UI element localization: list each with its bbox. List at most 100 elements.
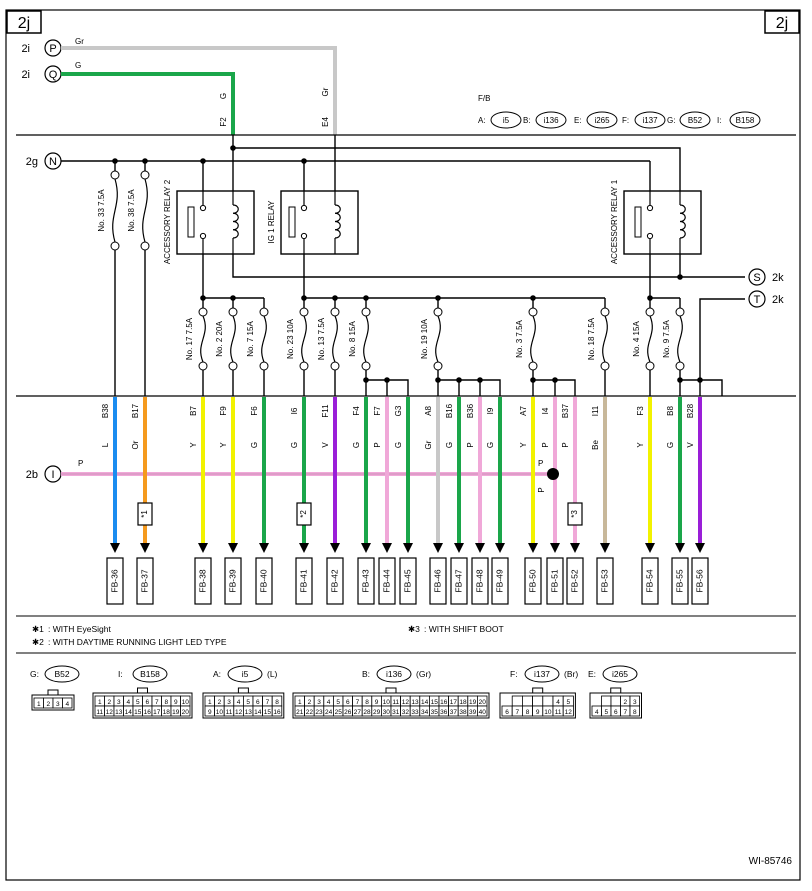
- svg-text:16: 16: [144, 709, 152, 716]
- svg-text:16: 16: [273, 709, 281, 716]
- svg-text:20: 20: [479, 699, 487, 706]
- connector-pin-label: I6: [290, 407, 299, 414]
- svg-text:6: 6: [145, 699, 149, 706]
- svg-text:3: 3: [317, 699, 321, 706]
- svg-text:F:: F:: [622, 116, 629, 125]
- svg-text:17: 17: [153, 709, 161, 716]
- svg-text:8: 8: [275, 699, 279, 706]
- fuse-label: No. 13 7.5A: [317, 317, 326, 360]
- svg-text:9: 9: [208, 709, 212, 716]
- relay-label: ACCESSORY RELAY 1: [610, 179, 619, 264]
- svg-text:2k: 2k: [772, 272, 784, 284]
- svg-text:B:: B:: [362, 669, 370, 679]
- svg-text:5: 5: [336, 699, 340, 706]
- svg-text:B158: B158: [140, 669, 160, 679]
- svg-text:2: 2: [46, 701, 50, 708]
- svg-text:E:: E:: [588, 669, 596, 679]
- wire-p-color-label: Gr: [321, 87, 330, 96]
- svg-text:5: 5: [246, 699, 250, 706]
- svg-text:35: 35: [431, 709, 439, 716]
- connector-pin-label: B17: [131, 403, 140, 418]
- terminal-label: FB-46: [432, 569, 442, 592]
- wire-color-label: Y: [219, 442, 228, 448]
- svg-text:4: 4: [65, 701, 69, 708]
- svg-text:5: 5: [604, 709, 608, 716]
- wire-color-label: G: [445, 442, 454, 448]
- fuse-label: No. 9 7.5A: [662, 319, 671, 357]
- diagram-code: WI-85746: [749, 856, 793, 867]
- svg-text:2: 2: [107, 699, 111, 706]
- fb-legend-item: F: i137: [622, 111, 666, 129]
- svg-text:3: 3: [117, 699, 121, 706]
- svg-text:P: P: [78, 459, 83, 468]
- fuse-label: No. 4 15A: [632, 321, 641, 357]
- svg-text:2j: 2j: [776, 15, 788, 32]
- svg-text:13: 13: [115, 709, 123, 716]
- page-code-right: 2j: [764, 10, 800, 34]
- svg-text:14: 14: [421, 699, 429, 706]
- svg-text:Gr: Gr: [75, 37, 84, 46]
- connector-pin-label: B7: [189, 406, 198, 416]
- connector-pin-label: B8: [666, 406, 675, 416]
- svg-text:4: 4: [556, 699, 560, 706]
- connector-pin-label: I9: [486, 407, 495, 414]
- svg-text:8: 8: [526, 709, 530, 716]
- terminal-label: FB-56: [694, 569, 704, 592]
- svg-text:9: 9: [174, 699, 178, 706]
- svg-text:32: 32: [402, 709, 410, 716]
- terminal-label: FB-39: [227, 569, 237, 592]
- svg-text:9: 9: [375, 699, 379, 706]
- relay-coil-return: [232, 254, 745, 278]
- connector-note-mark: *3: [570, 510, 579, 518]
- svg-text:Q: Q: [49, 69, 58, 81]
- svg-text:: WITH DAYTIME RUNNING LIGHT L: : WITH DAYTIME RUNNING LIGHT LED TYPE: [48, 637, 227, 647]
- fb-legend-item: G:B52: [667, 111, 711, 129]
- output-terminal-s: S 2k: [748, 268, 784, 286]
- fuse-lower: No. 8 15A: [348, 298, 371, 380]
- terminal-label: FB-40: [258, 569, 268, 592]
- wire-color-label: V: [686, 442, 695, 448]
- terminal-label: FB-47: [453, 569, 463, 592]
- page-code-left: 2j: [6, 10, 42, 34]
- terminal-label: FB-38: [197, 569, 207, 592]
- svg-text:i137: i137: [642, 116, 658, 125]
- svg-text:17: 17: [450, 699, 458, 706]
- connector-pin-label: G3: [394, 405, 403, 416]
- wire-color-label: Gr: [424, 440, 433, 449]
- fb-legend-item: A:i5: [478, 111, 522, 129]
- svg-text:7: 7: [266, 699, 270, 706]
- svg-text:7: 7: [623, 709, 627, 716]
- svg-text:i5: i5: [242, 669, 249, 679]
- svg-text:2b: 2b: [26, 469, 38, 481]
- svg-text:2j: 2j: [18, 15, 30, 32]
- wire-color-label: G: [486, 442, 495, 448]
- fuse-label: No. 18 7.5A: [587, 317, 596, 360]
- connector-pin-label: B37: [561, 403, 570, 418]
- svg-text:16: 16: [440, 699, 448, 706]
- terminal-label: FB-45: [402, 569, 412, 592]
- power-bus: 2g N: [26, 135, 681, 191]
- svg-text:2: 2: [218, 699, 222, 706]
- fb-legend-item: E:i265: [574, 111, 618, 129]
- wire-color-label: G: [290, 442, 299, 448]
- terminal-label: FB-50: [527, 569, 537, 592]
- svg-text:12: 12: [402, 699, 410, 706]
- output-terminal-t: T 2k: [748, 290, 784, 308]
- wire-color-label: P: [466, 442, 475, 447]
- wire-color-label: G: [352, 442, 361, 448]
- svg-text:10: 10: [182, 699, 190, 706]
- connector-pin-label: F11: [321, 404, 330, 418]
- fb-pin-f2: F2: [219, 117, 228, 127]
- fuse-lower: No. 4 15A: [632, 298, 655, 380]
- svg-text:i137: i137: [534, 669, 550, 679]
- terminal-label: FB-51: [549, 569, 559, 592]
